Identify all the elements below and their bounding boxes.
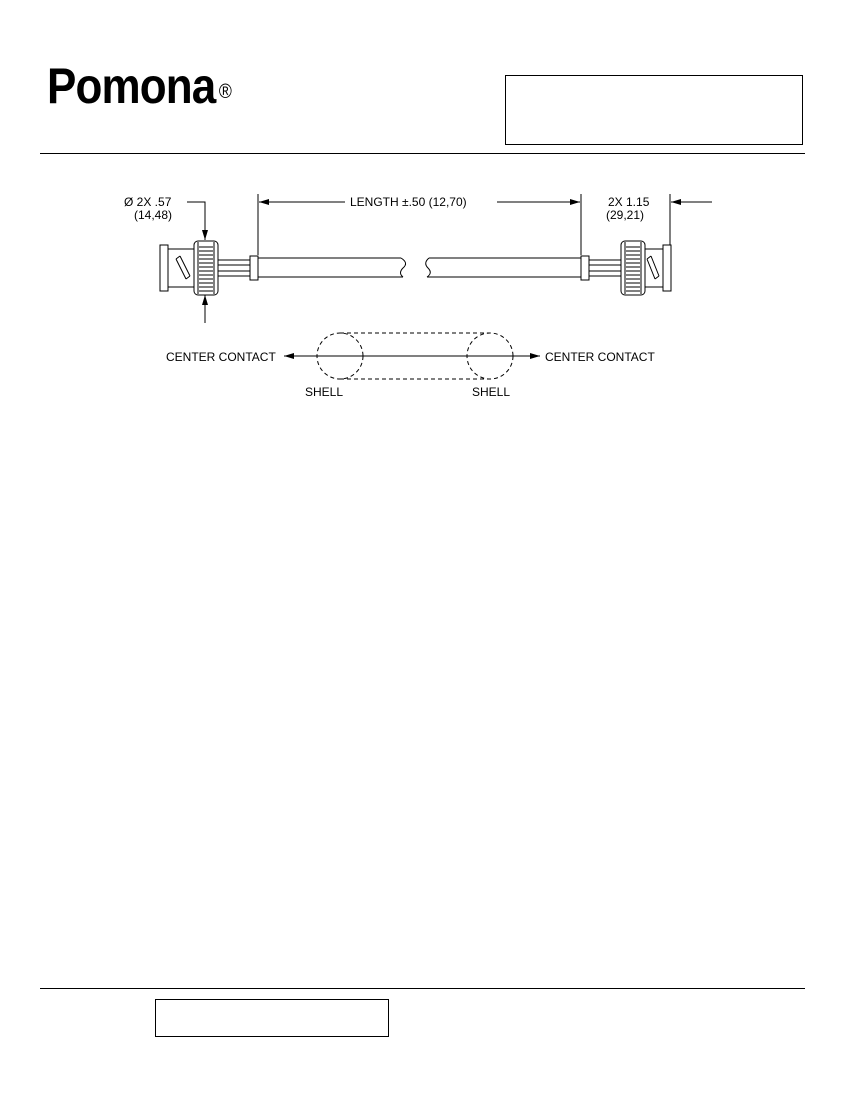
left-bnc-connector — [159, 240, 259, 296]
end-dimension: 2X 1.15 (29,21) — [606, 194, 712, 245]
pomona-logo: Pomona® — [47, 58, 232, 114]
schematic: CENTER CONTACT CENTER CONTACT SHELL SHEL… — [166, 332, 655, 399]
right-center-contact-label: CENTER CONTACT — [545, 350, 655, 364]
header-rule — [40, 153, 805, 154]
right-bnc-connector — [580, 240, 672, 296]
end-dim-value: 2X 1.15 — [608, 195, 650, 209]
diameter-dim-metric: (14,48) — [134, 208, 172, 222]
footer-rule — [40, 988, 805, 989]
left-center-contact-label: CENTER CONTACT — [166, 350, 276, 364]
diameter-dimension: Ø 2X .57 (14,48) — [124, 195, 208, 323]
cable-body — [258, 257, 581, 278]
end-dim-metric: (29,21) — [606, 208, 644, 222]
brand-name: Pomona — [47, 58, 216, 114]
cable-drawing: Ø 2X .57 (14,48) LENGTH ±.50 (12,70) 2X … — [124, 194, 712, 399]
diameter-dim-value: Ø 2X .57 — [124, 195, 172, 209]
left-shell-label: SHELL — [305, 385, 343, 399]
registered-mark: ® — [218, 81, 232, 103]
length-dim-label: LENGTH ±.50 (12,70) — [350, 195, 467, 209]
right-shell-label: SHELL — [472, 385, 510, 399]
footer-box — [155, 999, 389, 1037]
diameter-leader-top — [187, 201, 208, 240]
title-box — [505, 75, 803, 145]
length-dimension: LENGTH ±.50 (12,70) — [257, 194, 582, 255]
